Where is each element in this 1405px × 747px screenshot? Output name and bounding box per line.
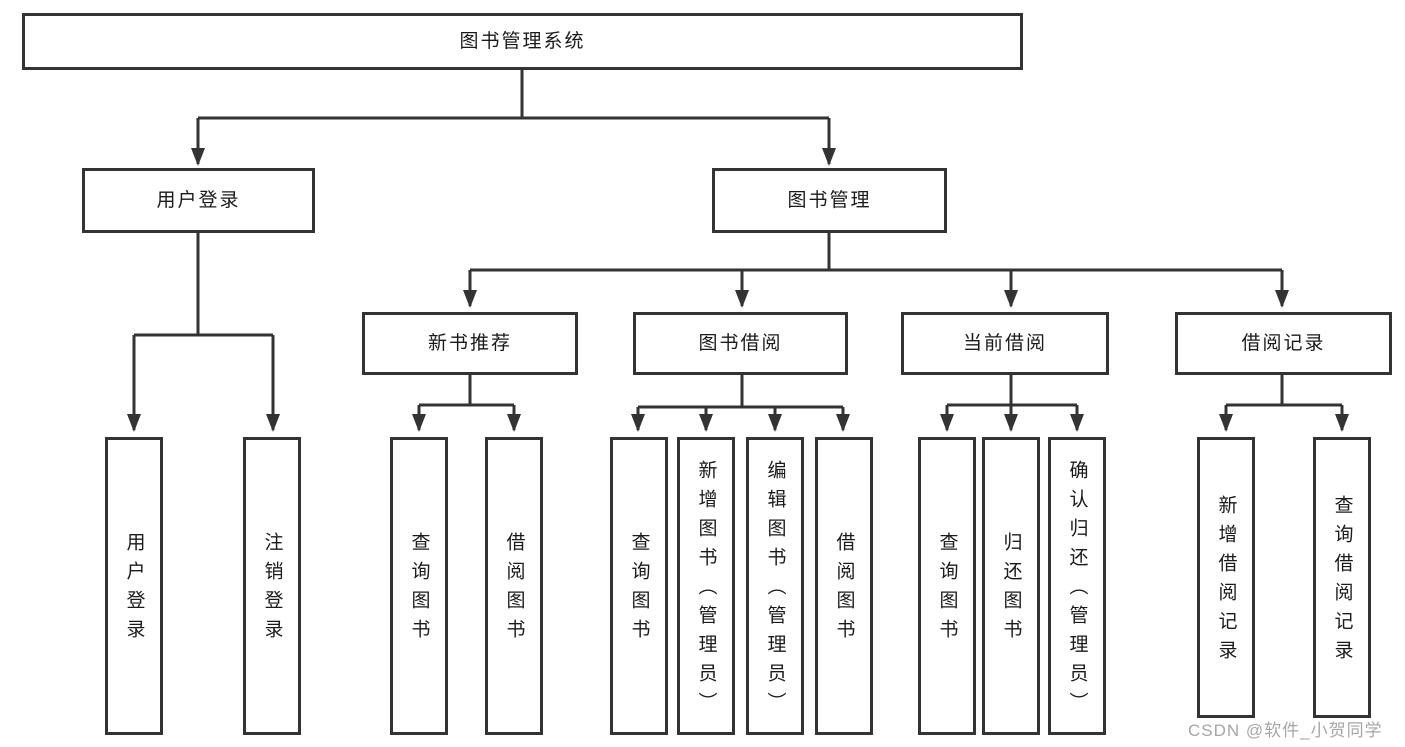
leaf-query-books-recommend: 查询图书 [390,437,448,735]
leaf-borrow-books-recommend: 借阅图书 [485,437,543,735]
leaf-edit-book-admin: 编辑图书（管理员） [746,437,804,735]
node-current-borrowing: 当前借阅 [901,312,1109,375]
node-book-management: 图书管理 [712,168,947,233]
node-book-borrowing: 图书借阅 [633,312,848,375]
leaf-return-book: 归还图书 [982,437,1040,735]
leaf-add-borrow-record: 新增借阅记录 [1197,437,1255,718]
node-user-login: 用户登录 [82,168,315,233]
watermark: CSDN @软件_小贺同学 [1188,721,1383,740]
leaf-add-book-admin: 新增图书（管理员） [677,437,735,735]
leaf-query-borrow-record: 查询借阅记录 [1313,437,1371,718]
leaf-borrow-books-borrowing: 借阅图书 [815,437,873,735]
leaf-query-books-current: 查询图书 [918,437,976,735]
leaf-logout: 注销登录 [243,437,301,735]
node-root: 图书管理系统 [22,13,1023,70]
node-new-book-recommend: 新书推荐 [362,312,578,375]
node-borrowing-records: 借阅记录 [1175,312,1392,375]
leaf-confirm-return-admin: 确认归还（管理员） [1048,437,1106,735]
leaf-user-login: 用户登录 [105,437,163,735]
leaf-query-books-borrowing: 查询图书 [610,437,668,735]
